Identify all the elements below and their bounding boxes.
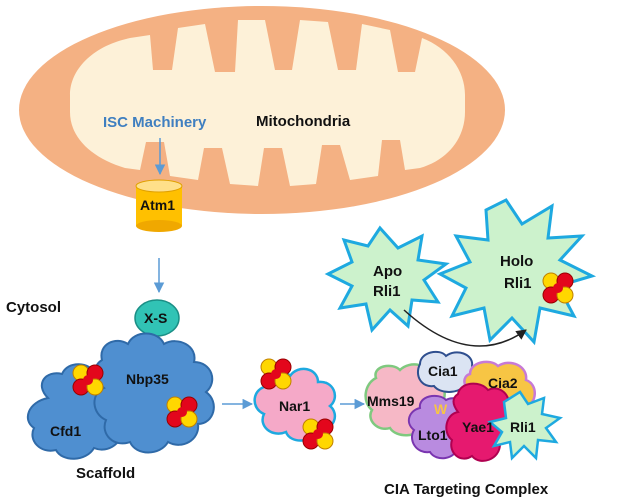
yae1-label: Yae1 xyxy=(462,419,494,435)
w-label: W xyxy=(434,401,448,417)
nar1-label: Nar1 xyxy=(279,398,310,414)
holo-label: Holo xyxy=(500,253,533,270)
scaffold-caption: Scaffold xyxy=(76,465,135,482)
mitochondria: Mitochondria ISC Machinery xyxy=(19,6,505,214)
atm1-label: Atm1 xyxy=(140,197,175,213)
fes-cluster-icon xyxy=(260,358,292,390)
fes-cluster-icon xyxy=(542,272,574,304)
holo-rli1-label: Rli1 xyxy=(504,275,532,292)
atm1-transporter: Atm1 xyxy=(135,179,183,232)
lto1-label: Lto1 xyxy=(418,427,448,443)
mms19-label: Mms19 xyxy=(367,393,415,409)
rli1-label: Rli1 xyxy=(510,419,536,435)
cia-targeting-complex: Cia1 Cia2 Mms19 W Lto1 Yae1 Rli1 CIA Tar… xyxy=(364,350,564,498)
xs-label: X-S xyxy=(144,310,167,326)
cia-complex-caption: CIA Targeting Complex xyxy=(384,481,549,498)
xs-bubble: X-S xyxy=(134,299,180,337)
cia1-label: Cia1 xyxy=(428,363,458,379)
cia2-label: Cia2 xyxy=(488,375,518,391)
apo-rli1-star: Apo Rli1 xyxy=(324,225,450,334)
nbp35-label: Nbp35 xyxy=(126,371,169,387)
mitochondria-inner-membrane xyxy=(70,20,465,186)
fes-cluster-icon xyxy=(166,396,198,428)
isc-machinery-label: ISC Machinery xyxy=(103,114,207,131)
nbp35-cloud xyxy=(93,332,215,454)
arrow-apo-to-holo xyxy=(403,309,527,347)
scaffold-complex: Nbp35 Cfd1 Scaffold xyxy=(26,332,215,482)
cytosol-label: Cytosol xyxy=(6,299,61,316)
apo-rli1-label: Rli1 xyxy=(373,283,401,300)
fes-cluster-icon xyxy=(72,364,104,396)
fes-cluster-icon xyxy=(302,418,334,450)
apo-label: Apo xyxy=(373,263,402,280)
mitochondria-title: Mitochondria xyxy=(256,113,351,130)
holo-rli1-star: Holo Rli1 xyxy=(436,198,597,346)
rli1-star xyxy=(487,390,564,461)
cfd1-label: Cfd1 xyxy=(50,423,81,439)
